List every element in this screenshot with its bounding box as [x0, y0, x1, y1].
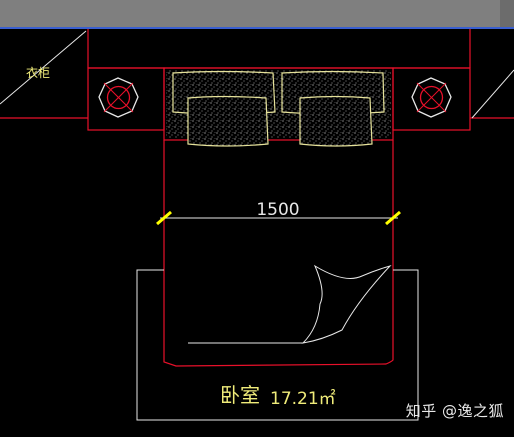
watermark-text: 知乎 @逸之狐: [405, 402, 504, 420]
cad-drawing-canvas[interactable]: 衣柜 1500 卧室 17.21㎡: [0, 29, 514, 433]
dimension-1500: 1500: [156, 200, 401, 226]
wall-lines: [0, 29, 514, 367]
blanket-folded-corner: [301, 264, 392, 344]
wardrobe-label: 衣柜: [26, 65, 50, 80]
right-wardrobe-diagonal: [471, 69, 514, 119]
pillow-area: [166, 70, 391, 147]
left-lamp: [98, 77, 139, 118]
blanket-outline: [136, 269, 419, 421]
dimension-tick-right: [385, 210, 401, 226]
blanket: [136, 264, 419, 421]
room-name: 卧室: [220, 383, 260, 407]
dimension-tick-left: [156, 210, 172, 226]
floor-plan-svg: 衣柜 1500 卧室 17.21㎡: [0, 29, 514, 421]
left-front-pillow: [187, 95, 269, 147]
right-nightstand: [392, 67, 471, 131]
right-front-pillow: [299, 95, 373, 147]
wardrobe-diagonals: [0, 30, 514, 119]
drawing-window-titlebar: [0, 0, 514, 29]
room-area: 17.21㎡: [270, 389, 336, 409]
left-wardrobe-diagonal: [0, 30, 87, 105]
right-lamp: [411, 77, 452, 118]
bed-headboard-box: [163, 67, 394, 141]
dimension-value: 1500: [256, 200, 299, 220]
bed-frame: [163, 140, 394, 367]
titlebar-edge: [500, 0, 514, 27]
